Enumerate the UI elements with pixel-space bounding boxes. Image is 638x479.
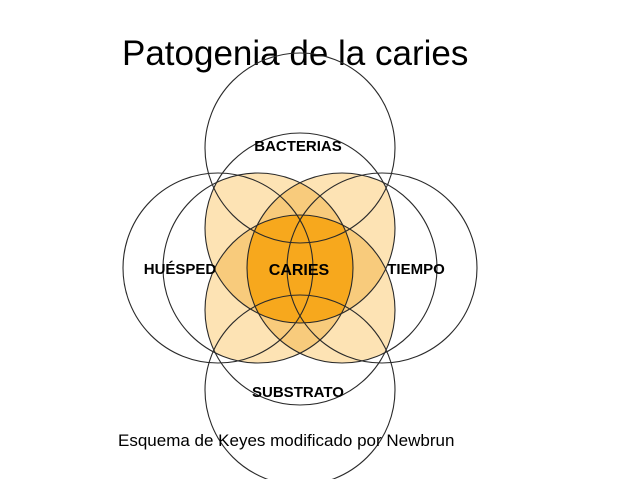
label-substrato: SUBSTRATO (252, 384, 344, 401)
outer-circle-left (122, 172, 314, 364)
circle-bacterias (204, 132, 396, 324)
circle-outlines (122, 52, 478, 479)
label-caries: CARIES (269, 262, 330, 279)
label-tiempo: TIEMPO (387, 261, 445, 278)
circle-tiempo (246, 172, 438, 364)
label-bacterias: BACTERIAS (254, 138, 342, 155)
slide-caption: Esquema de Keyes modificado por Newbrun (118, 431, 455, 450)
label-huesped: HUÉSPED (144, 261, 217, 278)
outer-circle-right (286, 172, 478, 364)
outer-circle-bottom (204, 294, 396, 479)
circle-huesped (162, 172, 354, 364)
circle-substrato (204, 214, 396, 406)
outer-circle-top (204, 52, 396, 244)
